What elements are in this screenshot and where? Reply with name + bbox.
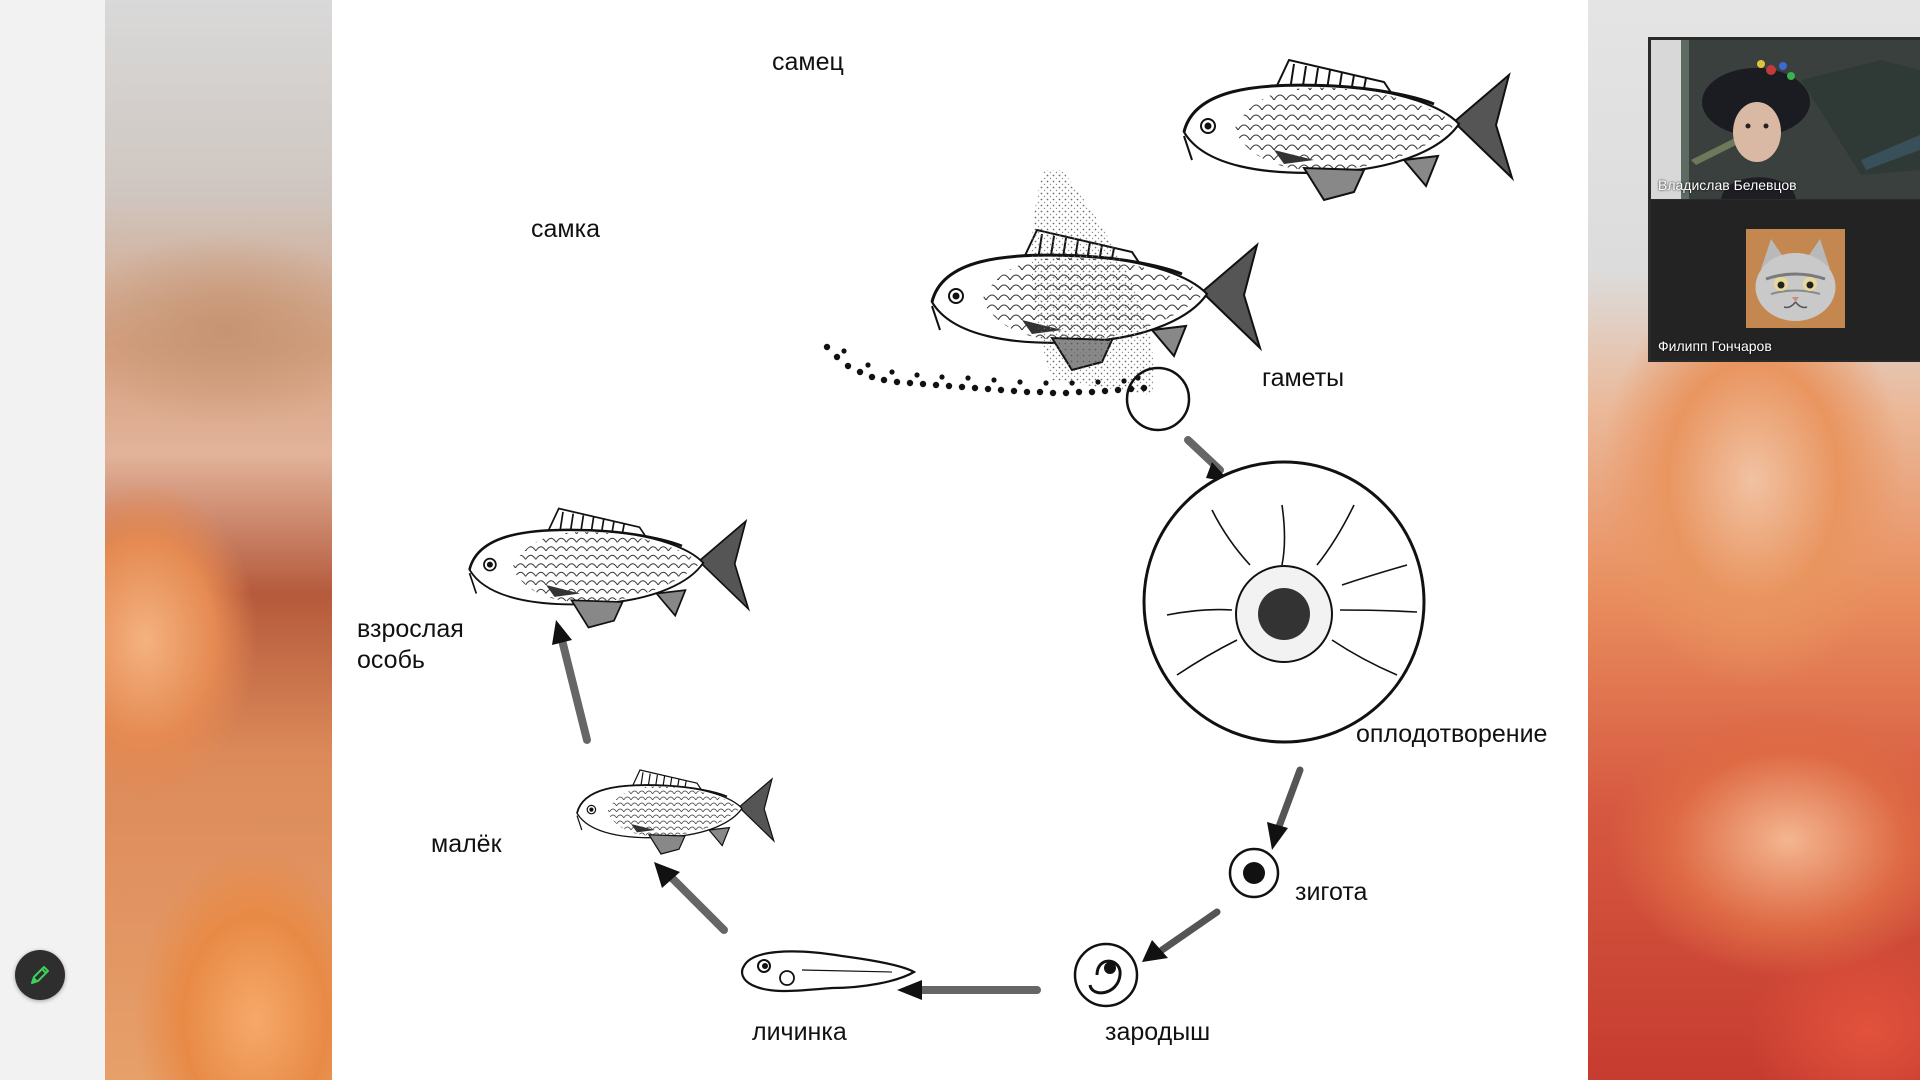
adult-fish: [468, 507, 750, 629]
participant-avatar: [1746, 229, 1845, 328]
label-female: самка: [531, 215, 600, 243]
label-fertilization: оплодотворение: [1356, 720, 1548, 748]
fertilization-egg: [1142, 460, 1426, 744]
label-embryo: зародыш: [1105, 1018, 1211, 1046]
annotate-pen-button[interactable]: [15, 950, 65, 1000]
background-left: [105, 0, 332, 1080]
left-rail: [0, 0, 105, 1080]
participant-tile[interactable]: Владислав Белевцов: [1651, 40, 1920, 199]
label-gametes: гаметы: [1262, 364, 1345, 392]
participant-name: Филипп Гончаров: [1658, 338, 1772, 354]
fry-fish: [576, 769, 775, 855]
label-adult-line2: особь: [357, 646, 425, 674]
embryo-egg: [1073, 942, 1139, 1008]
label-male: самец: [772, 48, 844, 76]
label-zygote: зигота: [1295, 878, 1368, 906]
larva: [741, 950, 917, 993]
male-fish: [1182, 58, 1514, 202]
zygote-cell: [1228, 847, 1280, 899]
arrow-gametes-to-fertilization: [1184, 436, 1224, 474]
participants-panel: Владислав Белевцов Филипп Гончаров: [1648, 37, 1920, 362]
fish-life-cycle-diagram: [468, 58, 1514, 1008]
participant-name: Владислав Белевцов: [1658, 177, 1797, 193]
participant-video: [1651, 40, 1920, 199]
label-fry: малёк: [431, 830, 502, 858]
gamete-highlight-circle: [1125, 366, 1191, 432]
label-adult-line1: взрослая: [357, 615, 464, 643]
pen-icon: [31, 966, 49, 984]
cat-avatar-icon: [1746, 229, 1845, 328]
shared-slide: самец самка гаметы оплодотворение зигота…: [332, 0, 1588, 1080]
sperm-cloud: [1031, 170, 1154, 395]
eggs-trail: [823, 343, 1148, 397]
label-larva: личинка: [752, 1018, 847, 1046]
participant-tile[interactable]: Филипп Гончаров: [1651, 200, 1920, 360]
